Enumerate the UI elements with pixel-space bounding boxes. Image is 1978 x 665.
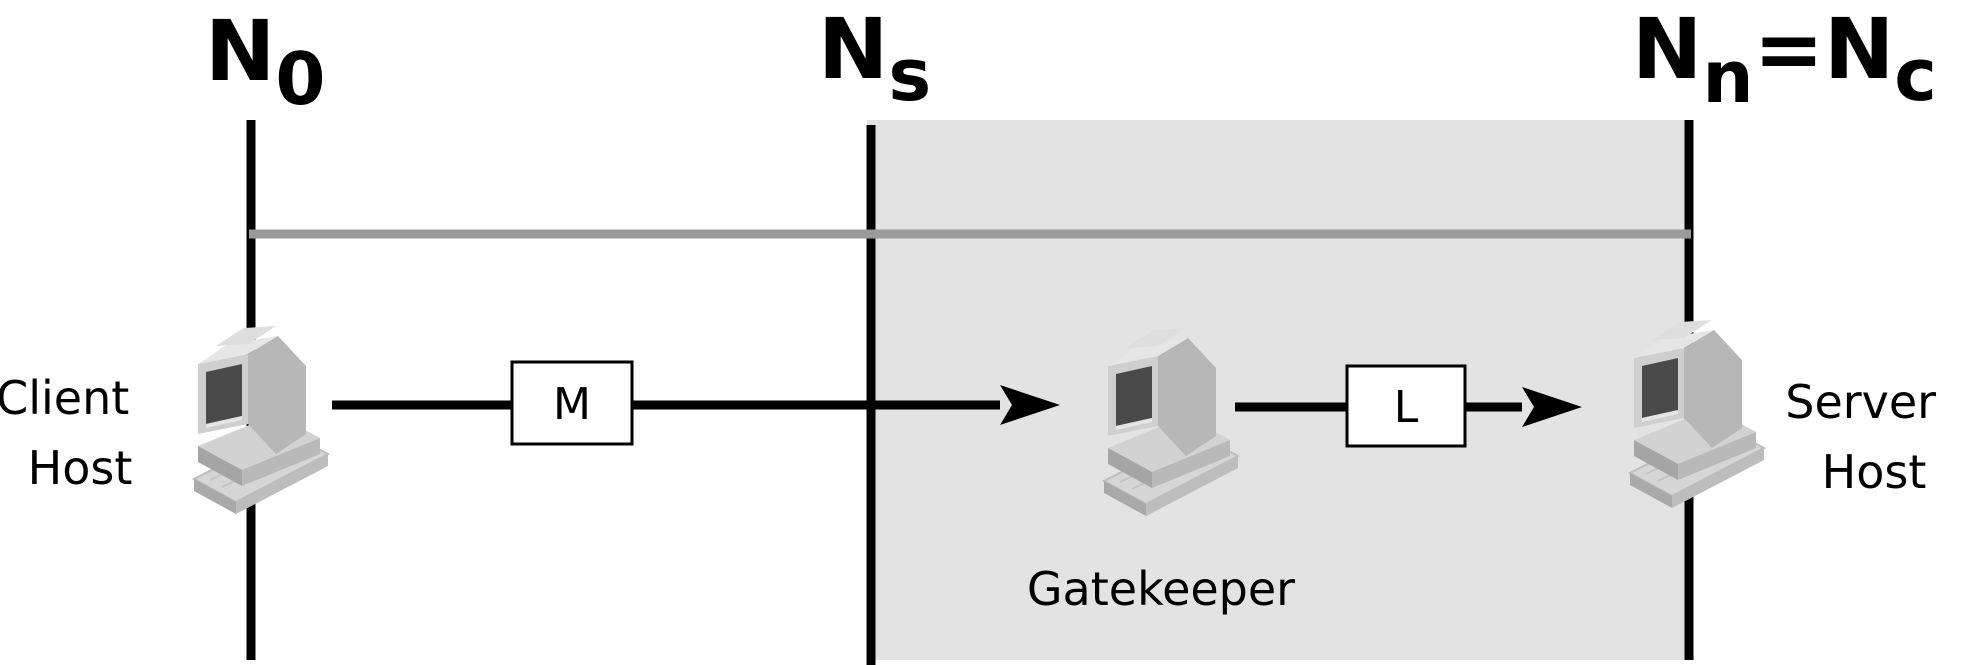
node-label-n0-main: N	[205, 2, 275, 100]
message-m-box: M	[510, 360, 634, 446]
node-label-ns-sub: s	[888, 33, 931, 117]
gatekeeper-label: Gatekeeper	[1027, 562, 1295, 616]
node-label-nn-equals: =	[1754, 0, 1824, 98]
node-label-nn: Nn=Nc	[1632, 0, 1937, 119]
client-host-label-line1: Client	[0, 371, 129, 425]
node-label-n0-sub: 0	[275, 37, 325, 121]
server-host-label: Server Host	[1785, 375, 1950, 499]
client-host-label-line2: Host	[28, 441, 133, 495]
message-l-box: L	[1345, 364, 1467, 448]
node-label-nn-main: N	[1632, 0, 1702, 98]
message-m-label: M	[553, 379, 591, 430]
server-host-label-line2: Host	[1822, 445, 1927, 499]
client-host-label: Client Host	[0, 371, 144, 495]
node-label-nn-sub2: c	[1894, 33, 1937, 117]
node-label-n0: N0	[205, 2, 325, 121]
server-host-label-line1: Server	[1785, 375, 1936, 429]
node-label-ns-main: N	[818, 0, 888, 98]
node-label-ns: Ns	[818, 0, 931, 117]
node-label-nn-sub: n	[1702, 35, 1753, 119]
node-label-nn-main2: N	[1824, 0, 1894, 98]
client-computer-icon	[193, 325, 329, 515]
message-l-label: L	[1394, 382, 1419, 433]
server-computer-icon	[1629, 319, 1765, 509]
